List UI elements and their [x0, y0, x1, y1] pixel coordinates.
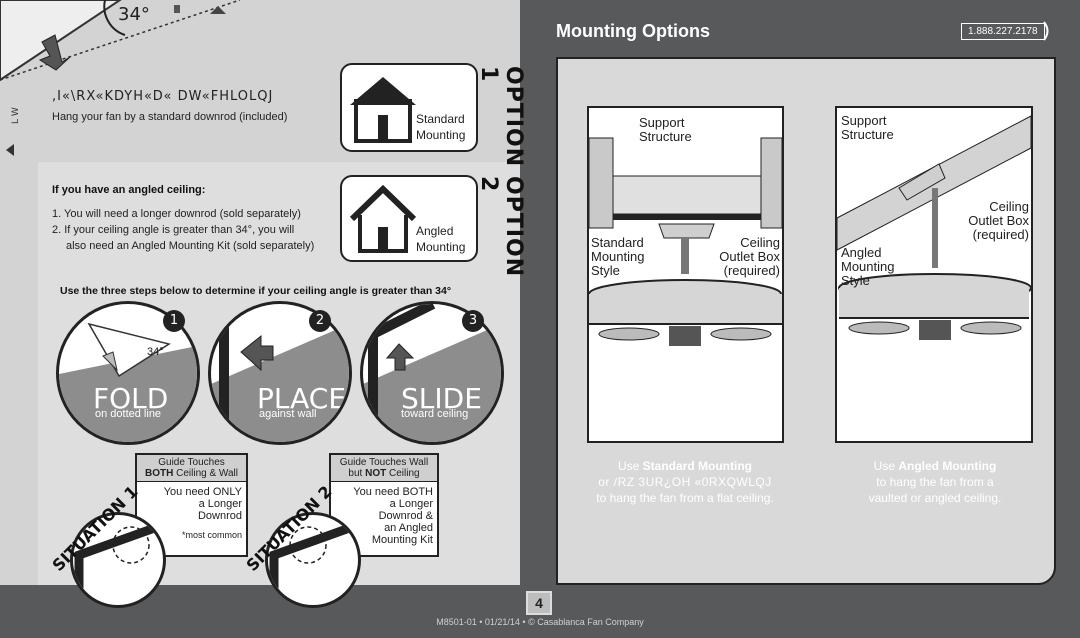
steps-intro: Use the three steps below to determine i… — [60, 285, 452, 297]
svg-text:L W: L W — [11, 107, 21, 124]
option2-label2: Mounting — [416, 240, 466, 254]
option2-label1: Angled — [416, 224, 454, 238]
option1-label1: Standard — [416, 112, 465, 126]
standard-mounting-box: Standard Mounting — [340, 63, 478, 152]
option1-heading: ,I«\RX«KDYH«D« DW«FHLOLQJ — [52, 89, 274, 104]
option1-description: Hang your fan by a standard downrod (inc… — [52, 111, 288, 123]
standard-label2: Mounting — [591, 249, 645, 264]
caption-right-pre: Use — [873, 459, 895, 473]
situation2-guide-box: Guide Touches Wall but NOT Ceiling You n… — [329, 453, 439, 557]
situation2-line3: Downrod & — [378, 510, 433, 522]
situation1-line2: a Longer — [198, 498, 242, 510]
situation2-circle — [265, 512, 361, 608]
caption-left-line2: or /RZ 3UR¿OH «0RXQWLQJ — [598, 475, 772, 489]
left-ceiling-label2: Outlet Box — [719, 249, 780, 264]
angled-label1: Angled — [841, 245, 882, 260]
right-ceiling-label1: Ceiling — [989, 199, 1029, 214]
right-ceiling-label3: (required) — [972, 227, 1029, 242]
situation1-line3: Downrod — [197, 510, 242, 522]
step-place-circle: PLACE against wall — [208, 301, 352, 445]
situation1-circle — [70, 512, 166, 608]
right-ceiling-label2: Outlet Box — [968, 213, 1029, 228]
option1-title: OPTION 1 — [476, 66, 526, 168]
caption-left-bold: Standard Mounting — [642, 459, 752, 473]
situation2-head1: Guide Touches Wall — [339, 457, 429, 468]
footer-text: M8501-01 • 01/21/14 • © Casablanca Fan C… — [436, 617, 644, 627]
step3-number: 3 — [462, 310, 484, 332]
standard-mounting-diagram: Support Structure Standard Mounting Styl… — [587, 106, 784, 443]
caption-left-line3: to hang the fan from a flat ceiling. — [596, 491, 774, 505]
caption-right-bold: Angled Mounting — [898, 459, 997, 473]
situation2-line4: an Angled — [384, 522, 433, 534]
left-ceiling-label3: (required) — [723, 263, 780, 278]
left-structure-label: Structure — [639, 129, 692, 144]
situation1-head1: Guide Touches — [158, 457, 225, 468]
step3-title: SLIDE — [401, 382, 482, 415]
right-support-label: Support — [841, 113, 887, 128]
situation2-head2-pre: but — [348, 468, 363, 479]
step1-angle: 34° — [147, 346, 164, 358]
situation1-head2-bold: BOTH — [145, 468, 174, 479]
mounting-options-title: Mounting Options — [556, 21, 710, 41]
standard-label1: Standard — [591, 235, 644, 250]
situation1-line1: You need ONLY — [163, 486, 242, 498]
option2-list: 1. You will need a longer downrod (sold … — [52, 206, 314, 254]
step1-sub: on dotted line — [95, 408, 162, 420]
left-support-label: Support — [639, 115, 685, 130]
step2-sub: against wall — [259, 408, 317, 420]
caption-right-line3: vaulted or angled ceiling. — [868, 491, 1002, 505]
angled-mounting-box: Angled Mounting — [340, 175, 478, 262]
situation2-line2: a Longer — [389, 498, 433, 510]
house-flat-icon — [350, 77, 416, 143]
standard-label3: Style — [591, 263, 620, 278]
angled-mounting-diagram: Support Structure Ceiling Outlet Box (re… — [835, 106, 1033, 443]
situation1-head2-rest: Ceiling & Wall — [176, 468, 238, 479]
step-fold-circle: 34° FOLD on dotted line — [56, 301, 200, 445]
phone-icon — [1043, 21, 1049, 41]
corner-fold-illustration: L W — [0, 0, 240, 156]
situation1-note: *most common — [181, 530, 242, 540]
step2-number: 2 — [309, 310, 331, 332]
situation2-line5: Mounting Kit — [371, 534, 433, 546]
situation2-head2-rest: Ceiling — [389, 468, 420, 479]
angled-label2: Mounting — [841, 259, 895, 274]
house-angled-icon — [349, 185, 417, 253]
step2-title: PLACE — [257, 382, 347, 415]
caption-angled: Use Angled Mounting to hang the fan from… — [850, 458, 1020, 506]
step3-sub: toward ceiling — [401, 408, 469, 420]
caption-right-line2: to hang the fan from a — [876, 475, 994, 489]
situation2-head2-bold: NOT — [365, 468, 387, 479]
corner-angle-label: 34° — [118, 4, 150, 25]
step1-title: FOLD — [93, 382, 169, 415]
page-number: 4 — [526, 591, 552, 615]
step1-number: 1 — [163, 310, 185, 332]
caption-left-pre: Use — [617, 459, 640, 473]
right-structure-label: Structure — [841, 127, 894, 142]
option2-title: OPTION 2 — [476, 176, 526, 278]
angled-label3: Style — [841, 273, 870, 288]
option2-item2a: 2. If your ceiling angle is greater than… — [52, 224, 295, 236]
option2-item1: 1. You will need a longer downrod (sold … — [52, 208, 301, 220]
situation2-line1: You need BOTH — [353, 486, 433, 498]
left-ceiling-label1: Ceiling — [740, 235, 780, 250]
option1-label2: Mounting — [416, 128, 466, 142]
option2-heading: If you have an angled ceiling: — [52, 184, 206, 196]
phone-number: 1.888.227.2178 — [961, 23, 1045, 40]
caption-standard: Use Standard Mounting or /RZ 3UR¿OH «0RX… — [580, 458, 790, 506]
option2-item2b: also need an Angled Mounting Kit (sold s… — [66, 240, 315, 252]
